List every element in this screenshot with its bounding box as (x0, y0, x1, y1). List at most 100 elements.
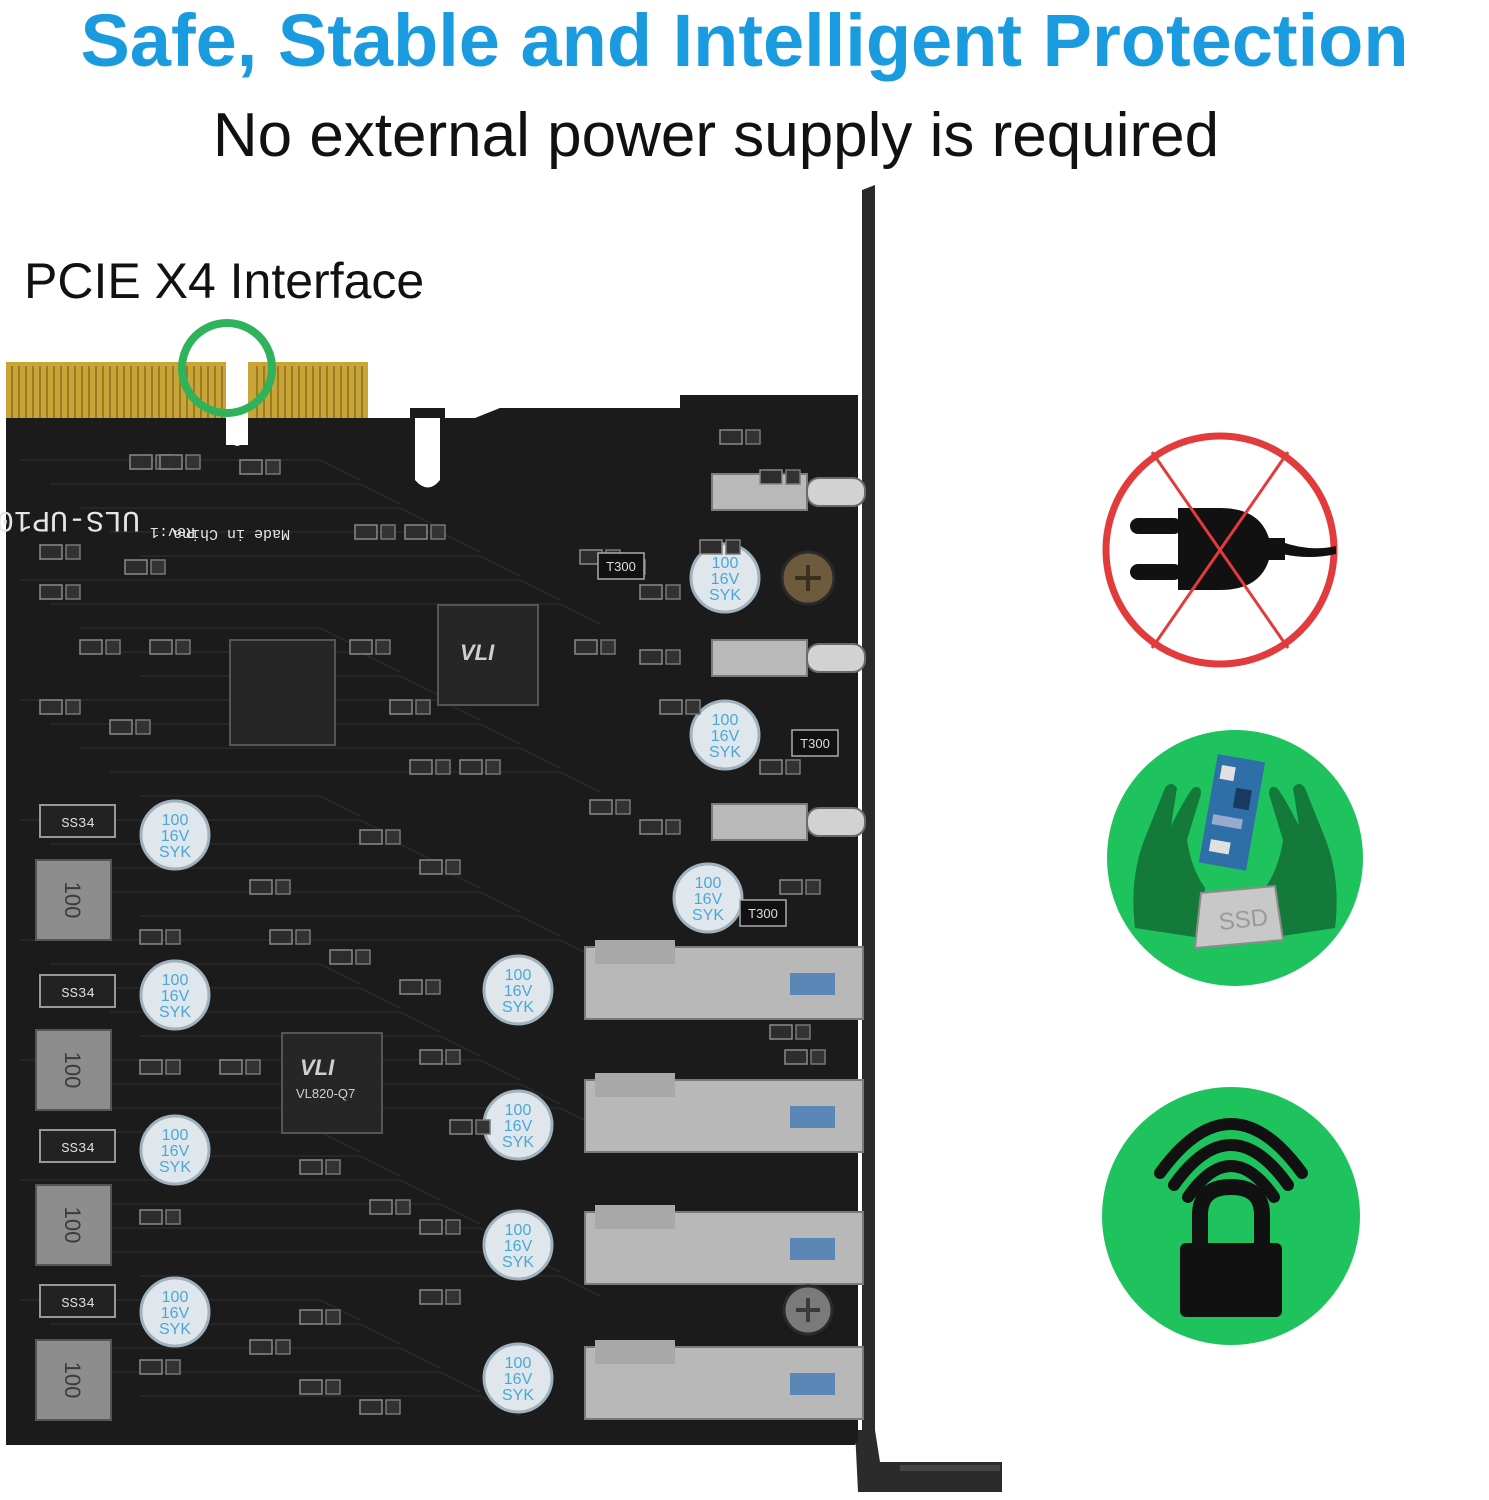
resistor (739, 899, 787, 927)
smd-part (165, 929, 181, 945)
circuit-board-icon (1198, 754, 1266, 871)
smd-part (759, 759, 783, 775)
smd-part (574, 639, 598, 655)
resistor-label: T300 (800, 736, 830, 751)
svg-text:16V: 16V (504, 983, 533, 1000)
svg-text:SYK: SYK (159, 1004, 191, 1021)
smd-part (39, 544, 63, 560)
smd-part (395, 1199, 411, 1215)
smd-part (109, 719, 133, 735)
smd-part (349, 639, 373, 655)
resistor-label: T300 (748, 906, 778, 921)
diode: SS34 (39, 1284, 116, 1318)
smd-part (175, 639, 191, 655)
smd-part (329, 949, 353, 965)
svg-text:100: 100 (60, 1362, 85, 1399)
svg-text:100: 100 (162, 812, 189, 829)
svg-text:VLI: VLI (460, 640, 495, 665)
smd-part (245, 1059, 261, 1075)
svg-text:16V: 16V (504, 1238, 533, 1255)
smd-part (249, 1339, 273, 1355)
smd-part (139, 1359, 163, 1375)
svg-text:100: 100 (712, 712, 739, 729)
usb-c-port (711, 473, 866, 511)
left-hand-icon (1133, 784, 1205, 938)
smd-part (665, 584, 681, 600)
smd-part (354, 524, 378, 540)
smd-part (445, 859, 461, 875)
smd-part (665, 649, 681, 665)
svg-text:100: 100 (60, 882, 85, 919)
svg-text:VLI: VLI (300, 1055, 335, 1080)
board-revision-text: Rev:1 (150, 523, 195, 540)
smd-part (745, 429, 761, 445)
smd-part (475, 1119, 491, 1135)
smd-part (805, 879, 821, 895)
smd-part (419, 859, 443, 875)
smd-part (385, 1399, 401, 1415)
svg-text:16V: 16V (504, 1371, 533, 1388)
smd-part (269, 929, 293, 945)
smd-part (404, 524, 428, 540)
board-model-text: ULS-UP10073 (0, 502, 140, 536)
ssd-drive-icon: SSD (1193, 884, 1285, 950)
smd-part (445, 1219, 461, 1235)
usb-c-port (711, 639, 866, 677)
svg-text:SYK: SYK (159, 1321, 191, 1338)
svg-text:SYK: SYK (502, 1387, 534, 1404)
smd-part (589, 799, 613, 815)
diode: SS34 (39, 1129, 116, 1163)
board-origin-text: Made in China (173, 525, 290, 542)
svg-text:SYK: SYK (502, 1134, 534, 1151)
smd-part (39, 699, 63, 715)
smd-part (105, 639, 121, 655)
svg-text:100: 100 (695, 875, 722, 892)
smd-part (325, 1309, 341, 1325)
inductor: 100 (35, 1184, 112, 1266)
inductor: 100 (35, 1339, 112, 1421)
smd-part (615, 799, 631, 815)
svg-text:SYK: SYK (502, 999, 534, 1016)
svg-text:16V: 16V (711, 571, 740, 588)
smd-part (459, 759, 483, 775)
svg-text:SYK: SYK (709, 587, 741, 604)
smd-part (785, 469, 801, 485)
smd-part (785, 759, 801, 775)
controller-chip-top: VLI (437, 604, 539, 706)
svg-text:100: 100 (505, 1222, 532, 1239)
smd-part (139, 1059, 163, 1075)
smd-part (795, 1024, 811, 1040)
smd-part (275, 1339, 291, 1355)
usb-a-port (584, 1205, 864, 1285)
resistor-label: T300 (606, 559, 636, 574)
smd-part (430, 524, 446, 540)
smd-part (139, 1209, 163, 1225)
diode: SS34 (39, 974, 116, 1008)
smd-part (359, 1399, 383, 1415)
padlock-signal-icon (1102, 1087, 1360, 1345)
smd-part (685, 699, 701, 715)
smd-part (165, 1209, 181, 1225)
svg-text:SYK: SYK (159, 1159, 191, 1176)
usb-a-port (584, 940, 864, 1020)
svg-text:SS34: SS34 (61, 1141, 95, 1157)
capacitors: 10016VSYK10016VSYK10016VSYK10016VSYK1001… (139, 542, 761, 1414)
svg-text:16V: 16V (161, 988, 190, 1005)
smd-part (275, 879, 291, 895)
smd-part (380, 524, 396, 540)
svg-text:SS34: SS34 (61, 986, 95, 1002)
smd-part (135, 719, 151, 735)
smd-part (299, 1309, 323, 1325)
smd-part (325, 1159, 341, 1175)
smd-part (445, 1049, 461, 1065)
smd-part (435, 759, 451, 775)
svg-text:SYK: SYK (502, 1254, 534, 1271)
